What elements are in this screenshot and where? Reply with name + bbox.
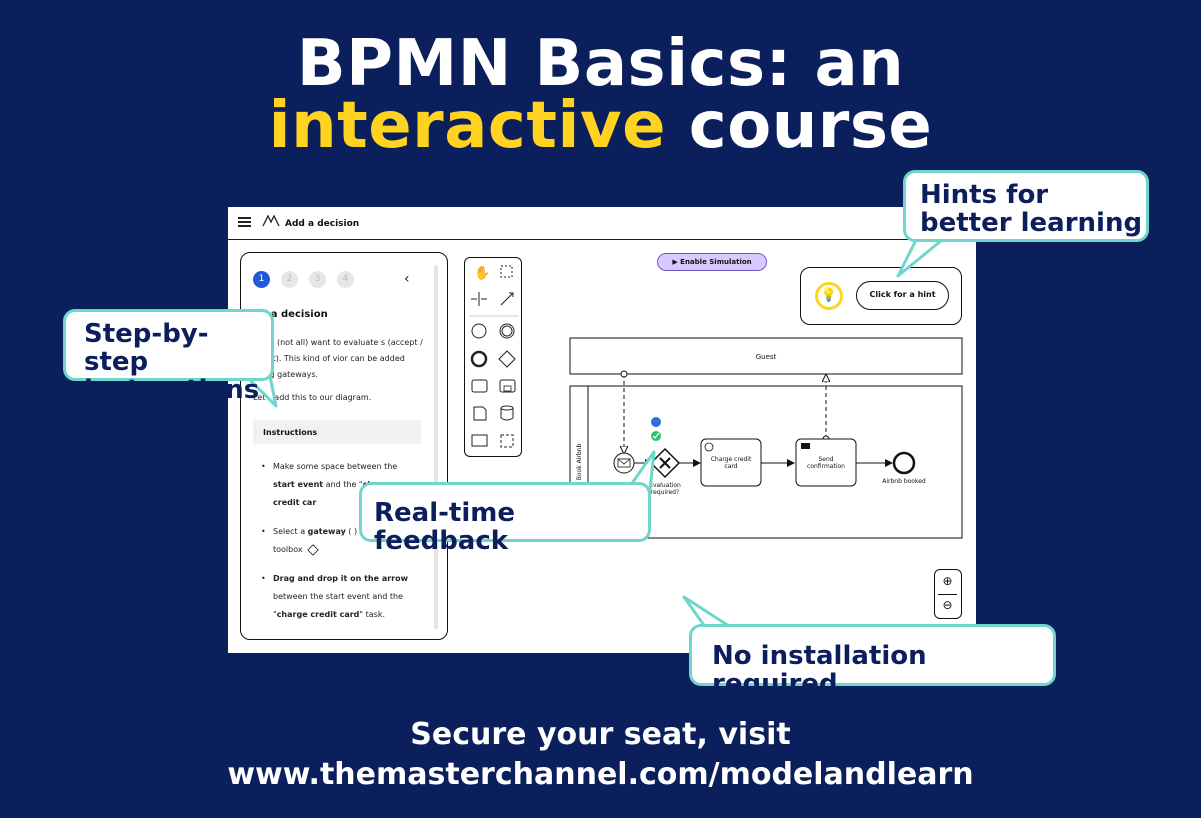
lesson-text: hosts (not all) want to evaluate s (acce…: [253, 338, 423, 379]
instruction-text: Make some space between the: [273, 462, 398, 471]
panel-scrollbar[interactable]: [434, 265, 438, 629]
hint-card: 💡 Click for a hint: [800, 267, 962, 325]
feedback-badge-icon: [651, 417, 661, 441]
connect-tool-icon[interactable]: [500, 292, 514, 306]
instruction-bold: start event: [273, 480, 324, 489]
end-event[interactable]: [892, 451, 916, 475]
feedback-callout-text: Real-time feedback: [374, 498, 515, 556]
hint-button[interactable]: Click for a hint: [856, 281, 949, 310]
subprocess-tool-icon[interactable]: [499, 379, 516, 393]
intermediate-event-tool-icon[interactable]: [499, 323, 515, 339]
lesson-text-2: Let's add this to our diagram.: [253, 393, 372, 402]
install-callout-text: No installation required: [712, 641, 927, 699]
headline-line-2: interactive course: [0, 94, 1201, 158]
task1-label-2: card: [724, 463, 737, 470]
instructions-label: Instructions: [263, 428, 318, 437]
instruction-bold: gateway: [307, 527, 346, 536]
headline-rest: course: [666, 89, 933, 163]
feedback-callout: Real-time feedback: [359, 482, 651, 555]
zoom-divider: [938, 594, 957, 595]
enable-simulation-button[interactable]: ▶ Enable Simulation: [657, 253, 767, 271]
message-start-event[interactable]: [613, 452, 635, 474]
exclusive-gateway[interactable]: [649, 447, 681, 479]
pool-tool-icon[interactable]: [471, 434, 488, 447]
hand-tool-icon[interactable]: ✋: [474, 265, 490, 281]
instruction-bold: Drag and drop it on the arrow: [273, 574, 409, 583]
message-flow-origin: [620, 370, 628, 378]
app-screenshot: Add a decision 1 2 3 4 ‹ dd a decision h…: [228, 207, 976, 653]
task-tool-icon[interactable]: [471, 379, 488, 393]
instruction-text: " task.: [359, 610, 386, 619]
footer-line-1: Secure your seat, visit: [410, 717, 791, 752]
start-event-tool-icon[interactable]: [471, 323, 487, 339]
hints-callout-text: Hints for better learning: [920, 180, 1143, 238]
instruction-text: between the start event and the ": [273, 592, 404, 619]
task2-label-2: confirmation: [807, 463, 845, 470]
task2-label-1: Send: [818, 456, 833, 463]
lightbulb-icon: 💡: [815, 282, 843, 310]
gateway-diamond-icon: [306, 543, 319, 556]
space-tool-icon[interactable]: [471, 292, 487, 306]
guest-pool[interactable]: [569, 337, 963, 375]
step-4[interactable]: 4: [337, 271, 354, 288]
lasso-tool-icon[interactable]: [500, 265, 513, 278]
steps-callout-text: Step-by-step instructions: [84, 319, 260, 405]
step-1[interactable]: 1: [253, 271, 270, 288]
zoom-controls: ⊕ ⊖: [934, 569, 962, 619]
instruction-text: Select a: [273, 527, 308, 536]
task1-label-1: Charge credit: [711, 456, 752, 463]
mountain-logo-icon: [262, 214, 280, 227]
data-store-tool-icon[interactable]: [500, 405, 514, 421]
instructions-header: Instructions: [253, 420, 421, 444]
simulation-label: Enable Simulation: [680, 258, 752, 266]
steps-callout: Step-by-step instructions: [63, 309, 274, 404]
zoom-in-icon[interactable]: ⊕: [942, 574, 953, 588]
data-object-tool-icon[interactable]: [473, 406, 487, 421]
chevron-left-icon[interactable]: ‹: [404, 271, 410, 287]
instruction-text: and the ": [323, 480, 363, 489]
end-event-label: Airbnb booked: [882, 478, 926, 485]
gateway-label-2: required?: [651, 489, 679, 496]
airbnb-pool[interactable]: [569, 385, 963, 539]
app-topbar: Add a decision: [228, 207, 976, 240]
group-tool-icon[interactable]: [500, 434, 514, 448]
airbnb-pool-label: Book Airbnb: [576, 444, 583, 481]
gateway-label-1: Evaluation: [649, 482, 681, 489]
hamburger-menu-icon[interactable]: [238, 217, 251, 227]
hints-callout-tail: [896, 234, 944, 278]
hints-callout: Hints for better learning: [903, 170, 1149, 242]
headline-line-1: BPMN Basics: an: [296, 27, 905, 101]
footer-url[interactable]: www.themasterchannel.com/modelandlearn: [227, 757, 974, 792]
zoom-out-icon[interactable]: ⊖: [942, 598, 953, 612]
play-icon: ▶: [672, 258, 681, 266]
instruction-bold: charge credit card: [276, 610, 360, 619]
app-title: Add a decision: [285, 219, 360, 229]
charge-credit-card-task[interactable]: [700, 438, 762, 487]
gateway-tool-icon[interactable]: [498, 350, 516, 368]
install-callout: No installation required: [689, 624, 1056, 698]
lesson-title: dd a decision: [253, 309, 328, 320]
step-3[interactable]: 3: [309, 271, 326, 288]
toolbox: ✋: [464, 257, 522, 457]
guest-pool-label: Guest: [756, 353, 777, 361]
end-event-tool-icon[interactable]: [470, 350, 488, 368]
headline-highlight: interactive: [268, 89, 667, 163]
instruction-item: Drag and drop it on the arrow between th…: [261, 570, 421, 624]
instructions-panel: 1 2 3 4 ‹ dd a decision hosts (not all) …: [240, 252, 448, 640]
step-2[interactable]: 2: [281, 271, 298, 288]
bpmn-diagram[interactable]: Guest Book Airbnb Evaluation required?: [228, 207, 976, 653]
svg-text:✋: ✋: [474, 265, 490, 281]
